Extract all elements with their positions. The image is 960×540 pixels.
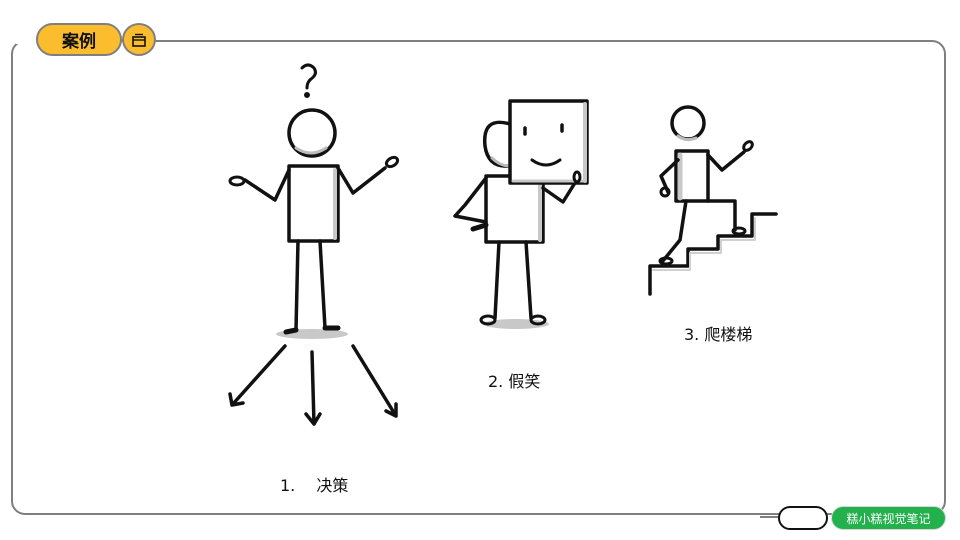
- window-icon: [132, 33, 146, 47]
- brand-label: 糕小糕视觉笔记: [846, 511, 931, 526]
- decision-figure: [228, 63, 400, 426]
- frame-gap: [16, 38, 38, 44]
- fake-smile-figure: [453, 99, 589, 329]
- content-frame: [11, 40, 946, 515]
- caption-fake-smile: 2. 假笑: [488, 372, 541, 391]
- caption-climb-stairs: 3. 爬楼梯: [684, 325, 753, 344]
- footer-blank-pill[interactable]: [778, 506, 828, 530]
- caption-decision: 1. 决策: [280, 476, 349, 495]
- footer-connector: [760, 516, 780, 518]
- footer-brand-badge: 糕小糕视觉笔记: [831, 506, 946, 530]
- window-icon-button[interactable]: [122, 23, 156, 56]
- section-tag: 案例: [36, 23, 122, 56]
- section-tag-label: 案例: [62, 32, 96, 52]
- climb-stairs-figure: [648, 105, 778, 296]
